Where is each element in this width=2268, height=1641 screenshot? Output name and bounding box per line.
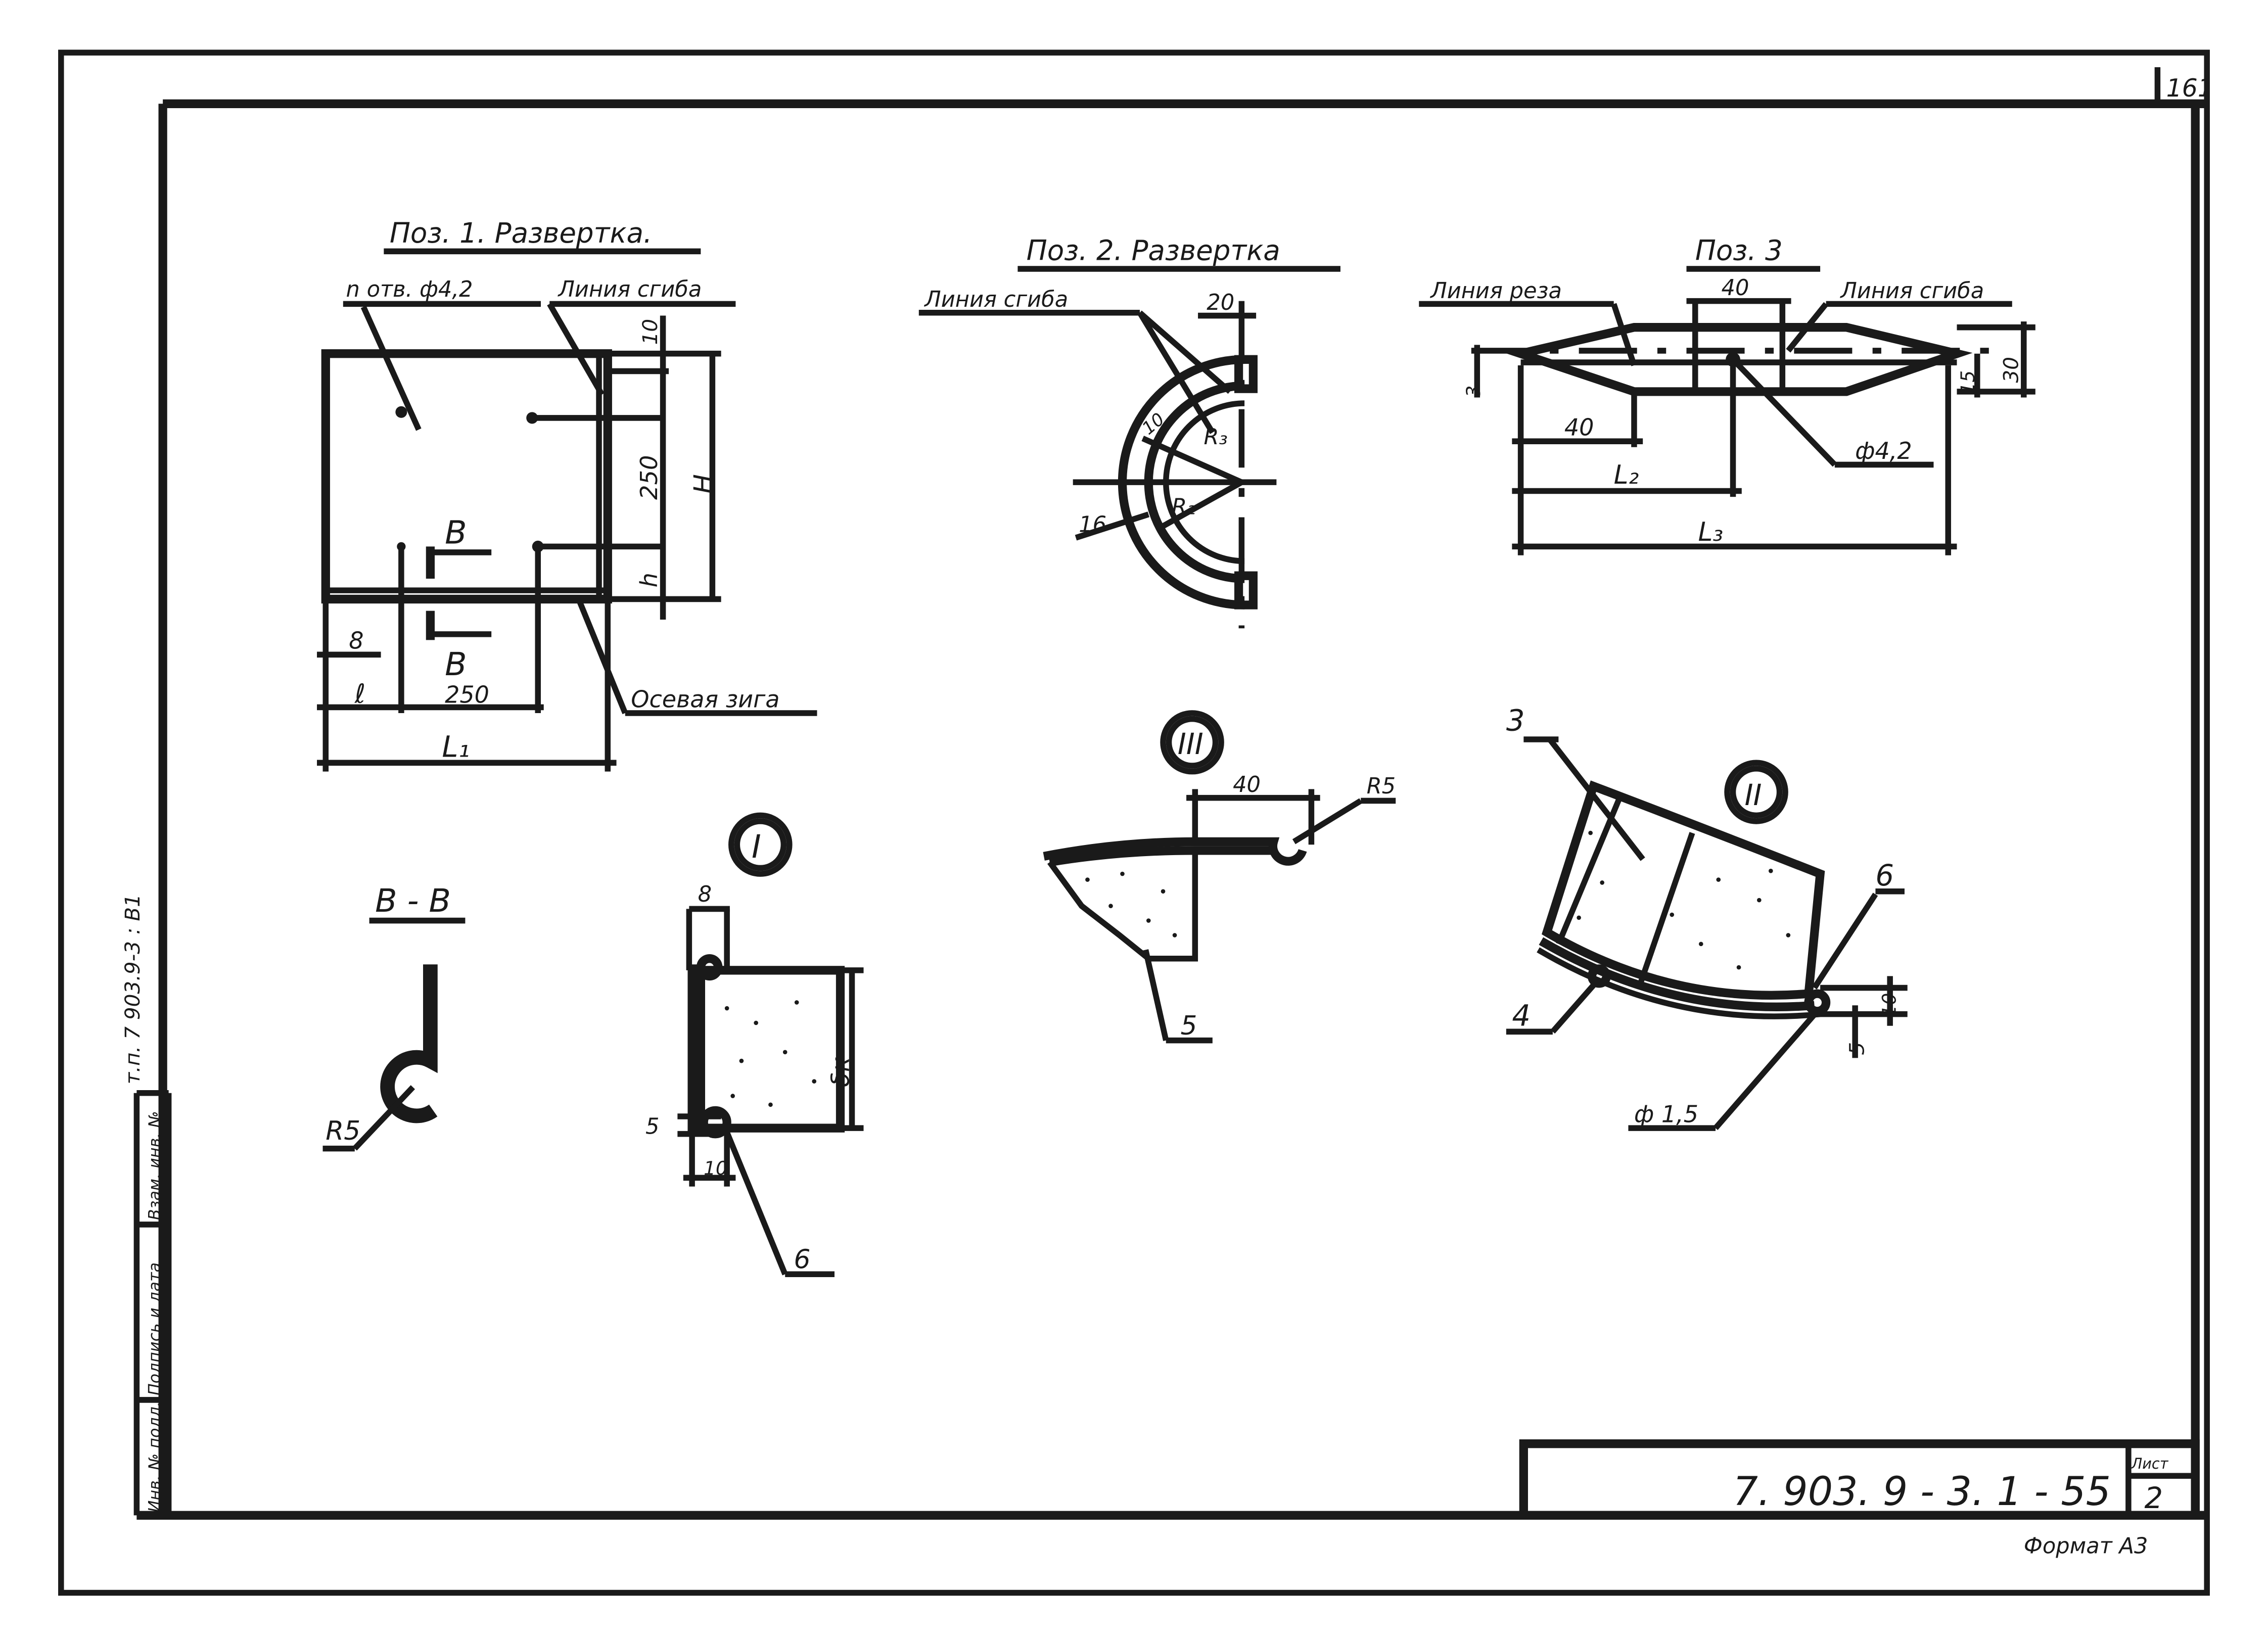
- pos1-section-mark-bottom: B: [445, 645, 467, 683]
- detail-2-diameter: ф 1,5: [1634, 1100, 1698, 1128]
- sheet-value: 2: [2145, 1481, 2163, 1515]
- detail-2-marker-circle: [1724, 760, 1788, 824]
- pos1-holes-label: n отв. ф4,2: [346, 277, 473, 302]
- sheet-number: 161: [2166, 73, 2213, 103]
- detail-1-dim-5: 5: [645, 1114, 659, 1140]
- section-bb-view: B - B R5: [322, 882, 466, 1152]
- pos3-dim-15: 15: [1957, 370, 1979, 395]
- detail-2-callout-3: 3: [1506, 704, 1525, 738]
- pos3-view: Поз. 3 Линия реза Линия сгиба 40 3 15 30…: [1419, 235, 2035, 555]
- pos1-dim-10: 10: [638, 319, 662, 345]
- detail-3-marker: III: [1178, 727, 1204, 761]
- pos1-dim-H: H: [689, 474, 719, 494]
- pos1-dim-h: h: [635, 573, 663, 587]
- detail-2-callout-6: 6: [1875, 858, 1894, 893]
- stamp-cell-sign: Подпись и дата: [146, 1262, 164, 1395]
- doc-ref: т.п. 7 903.9-3 : В1: [121, 894, 145, 1084]
- detail-1-panel: [687, 966, 845, 1133]
- detail-1-insulation-dots: [724, 1000, 817, 1107]
- detail-2-callout-4: 4: [1512, 999, 1531, 1033]
- section-bb-title: B - B: [375, 882, 451, 919]
- stamp-cell-replace: Взам. инв. №: [146, 1111, 164, 1220]
- detail-1-dim-10: 10: [704, 1157, 728, 1180]
- pos2-r2: R₂: [1172, 495, 1195, 520]
- detail-1-marker: I: [752, 828, 761, 865]
- detail-2-marker: II: [1745, 778, 1762, 812]
- detail-2-insulation-dots: [1577, 830, 1791, 970]
- outer-frame: [58, 50, 2210, 1596]
- side-stamp: Инв. № подл. Подпись и дата Взам. инв. №…: [121, 894, 172, 1516]
- detail-3-insulation-dots: [1085, 871, 1177, 937]
- detail-2-dim-5: 5: [1845, 1042, 1869, 1055]
- pos2-title: Поз. 2. Развертка: [1027, 235, 1280, 267]
- detail-1-view: I 8 δк 5 10 6: [645, 812, 864, 1278]
- detail-2-dim-10: 10: [1878, 993, 1901, 1017]
- section-bb-radius: R5: [326, 1116, 360, 1146]
- pos1-bend-label: Линия сгиба: [557, 277, 702, 302]
- detail-3-view: III 40 R5 5: [1043, 710, 1396, 1044]
- pos2-bend-label: Линия сгиба: [923, 287, 1068, 312]
- detail-1-marker-circle: [728, 812, 793, 877]
- pos2-view: Поз. 2. Развертка Линия сгиба 20 10 16 R…: [918, 235, 1340, 629]
- pos1-dim-L1: L₁: [442, 730, 470, 764]
- detail-1-dim-8: 8: [698, 882, 712, 907]
- pos1-dim-8: 8: [349, 627, 363, 654]
- pos1-dim-l: ℓ: [354, 679, 365, 710]
- pos2-dim-20: 20: [1207, 290, 1234, 315]
- hole-1: [395, 406, 407, 418]
- pos3-cut-label: Линия реза: [1429, 278, 1562, 304]
- title-block: 7. 903. 9 - 3. 1 - 55 Лист 2 Формат А3: [1519, 1439, 2200, 1559]
- detail-3-radius: R5: [1367, 774, 1396, 799]
- detail-3-callout-5: 5: [1181, 1011, 1197, 1041]
- pos3-title: Поз. 3: [1695, 235, 1783, 267]
- inner-frame: [136, 99, 2207, 1520]
- pos1-dim-250-v: 250: [635, 455, 663, 500]
- pos2-r3: R₃: [1204, 425, 1228, 450]
- pos1-section-mark-top: B: [445, 513, 467, 551]
- detail-3-dim-40: 40: [1233, 772, 1261, 798]
- pos3-dim-40-top: 40: [1722, 275, 1749, 301]
- pos3-dim-3: 3: [1462, 386, 1485, 398]
- pos1-view: Поз. 1. Развертка. n отв. ф4,2 Линия сги…: [317, 217, 817, 772]
- pos3-dim-L2: L₂: [1614, 460, 1639, 490]
- sheet-label: Лист: [2131, 1455, 2169, 1472]
- pos1-dim-250-h: 250: [445, 681, 489, 709]
- pos1-plate: [321, 349, 612, 604]
- pos3-dim-40-left: 40: [1564, 414, 1594, 441]
- detail-1-dim-thk: δк: [826, 1057, 855, 1087]
- pos3-dim-L3: L₃: [1698, 517, 1723, 547]
- sheet-number-box: 161: [2154, 67, 2213, 104]
- pos3-bend-label: Линия сгиба: [1839, 278, 1984, 304]
- pos1-title: Поз. 1. Развертка.: [390, 217, 652, 249]
- format-label: Формат А3: [2024, 1533, 2148, 1559]
- detail-3-skin: [1043, 837, 1307, 866]
- pos3-dim-30: 30: [1999, 357, 2023, 383]
- detail-1-callout-6: 6: [794, 1245, 810, 1275]
- doc-number: 7. 903. 9 - 3. 1 - 55: [1733, 1469, 2111, 1515]
- pos3-hole-label: ф4,2: [1855, 437, 1912, 464]
- pos1-axial-zig-label: Осевая зига: [631, 685, 779, 713]
- detail-2-view: II 3 6 4 10 5 ф 1,5: [1506, 704, 1908, 1131]
- section-bb-profile: [380, 964, 438, 1123]
- detail-3-marker-circle: [1160, 710, 1224, 775]
- detail-3-break: [1047, 850, 1198, 962]
- stamp-cell-inv: Инв. № подл.: [146, 1401, 164, 1512]
